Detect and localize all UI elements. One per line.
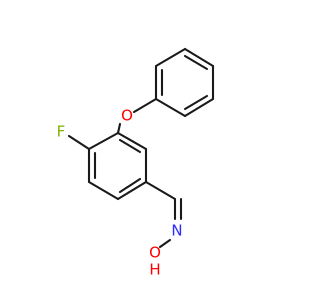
- bond: [87, 180, 120, 201]
- double-bond-line: [183, 54, 209, 71]
- bond: [67, 134, 91, 151]
- oxime-bonds: [144, 180, 183, 249]
- bond: [158, 238, 172, 249]
- bond: [144, 180, 177, 201]
- bond: [116, 122, 122, 135]
- oxime-nitrogen-atom-label: N: [171, 222, 182, 240]
- bond: [116, 131, 148, 151]
- bond: [183, 97, 215, 118]
- double-bond-line: [183, 94, 209, 111]
- structure-canvas: F O N O H: [56, 47, 215, 279]
- ether-oxygen-atom-label: O: [121, 107, 133, 125]
- bond: [87, 131, 120, 151]
- bond: [154, 47, 187, 68]
- double-bond-line: [118, 177, 142, 194]
- fluorine-atom-label: F: [57, 123, 66, 141]
- bond: [154, 97, 187, 118]
- bond: [183, 47, 215, 68]
- hydroxyl-hydrogen-atom-label: H: [149, 261, 160, 279]
- phenyl-ring: [154, 47, 215, 118]
- bond: [132, 97, 158, 114]
- double-bond-line: [118, 138, 142, 154]
- bond: [116, 180, 148, 201]
- ether-bonds: [116, 97, 158, 135]
- benzene-ring: [87, 131, 148, 201]
- hydroxyl-oxygen-atom-label: O: [149, 244, 161, 262]
- molecule-drawing: F O N O H: [57, 47, 215, 279]
